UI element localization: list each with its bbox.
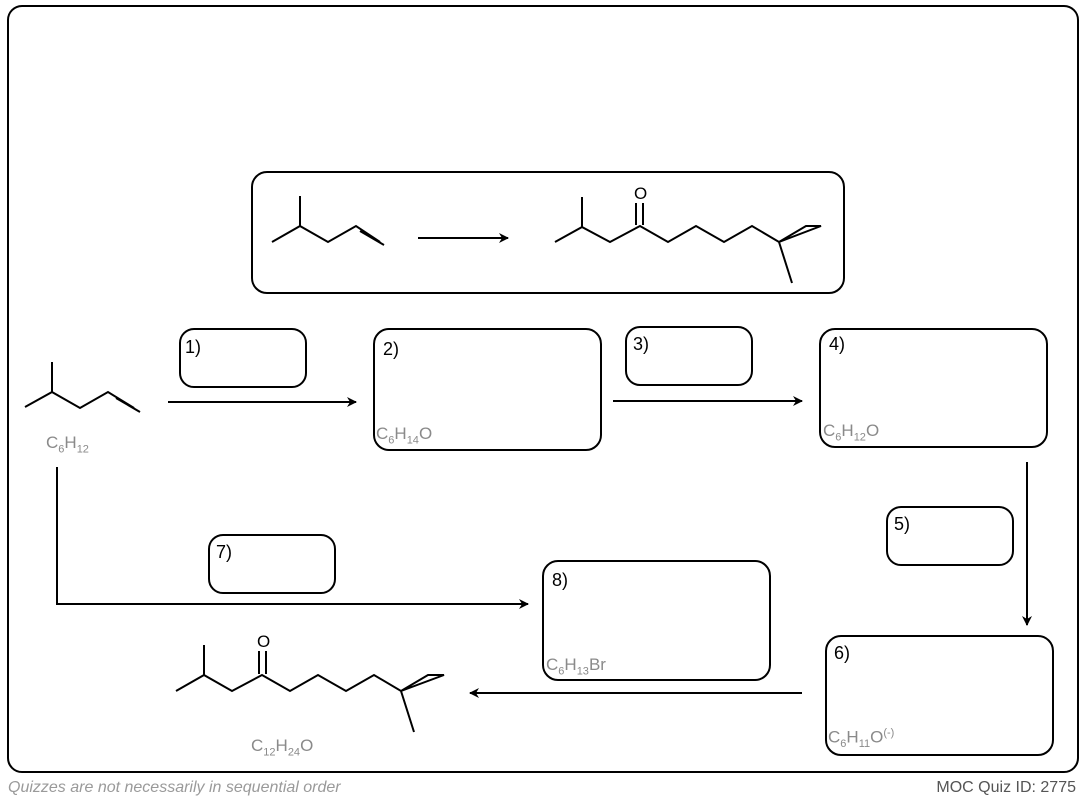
step-label-4: 4) [829,334,846,354]
formula-final-product: C12H24O [251,736,314,759]
summary-reactant-double-bond [359,230,385,246]
quiz-id: MOC Quiz ID: 2775 [936,779,1076,796]
product-box-4[interactable] [819,328,1048,448]
summary-oxygen-atom: O [633,184,649,203]
starting-material-structure [24,362,135,410]
reagent-box-3[interactable] [625,326,753,386]
step-label-8: 8) [552,570,569,590]
outer-frame [7,5,1079,773]
step-label-2: 2) [383,339,400,359]
step-label-7: 7) [216,542,233,562]
product-box-6[interactable] [825,635,1054,756]
summary-reactant-structure [271,196,381,244]
summary-box [251,171,845,294]
reagent-box-7[interactable] [208,534,336,594]
formula-start: C6H12 [46,433,89,456]
step-label-6: 6) [834,643,851,663]
formula-box-6: C6H11O(-) [828,727,895,751]
product-box-2[interactable] [373,328,602,451]
step-label-5: 5) [894,514,911,534]
final-product-structure [175,645,445,733]
step-label-3: 3) [633,334,650,354]
arrow-start-to-8 [56,467,529,609]
formula-box-4: C6H12O [823,421,880,444]
reagent-box-1[interactable] [179,328,307,388]
formula-box-8: C6H13Br [546,655,606,678]
reagent-box-5[interactable] [886,506,1014,566]
summary-product-structure [554,197,822,284]
final-oxygen-atom: O [256,632,272,651]
starting-material-double-bond [115,397,141,413]
formula-box-2: C6H14O [376,424,433,447]
footer-note: Quizzes are not necessarily in sequentia… [8,779,341,796]
product-box-8[interactable] [542,560,771,681]
step-label-1: 1) [185,337,202,357]
